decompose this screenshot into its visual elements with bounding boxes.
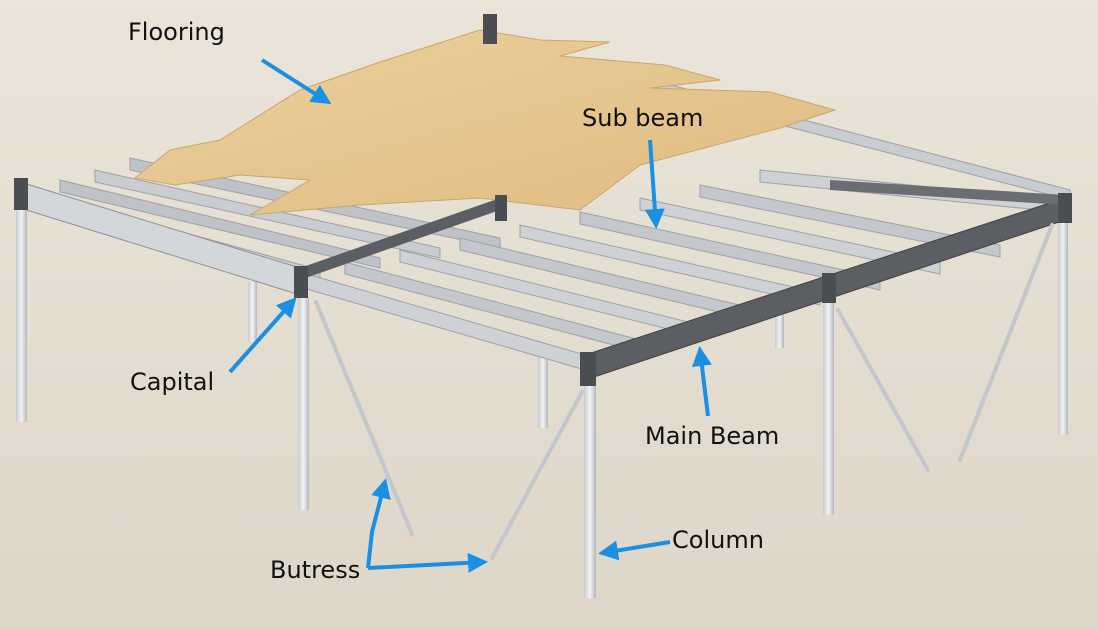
sub-beam-label: Sub beam [582, 104, 703, 132]
middle-main-beam [300, 198, 500, 280]
capital-arrow [228, 297, 297, 374]
butresses [314, 223, 1054, 560]
main-beam-arrow [691, 346, 712, 417]
column-arrow [598, 540, 671, 561]
butress-arrow-left [366, 478, 391, 569]
butress-arrow-right [367, 552, 488, 573]
butress-label: Butress [270, 556, 360, 584]
right-side-beam [830, 180, 1065, 205]
main-beam-label: Main Beam [645, 422, 779, 450]
sub-beam-arrow [644, 139, 665, 229]
capitals [14, 14, 1072, 386]
flooring-label: Flooring [128, 18, 225, 46]
plywood-flooring [133, 29, 837, 216]
front-columns [16, 210, 834, 598]
back-columns [248, 200, 1068, 435]
capital-label: Capital [130, 368, 214, 396]
flooring-arrow [260, 58, 332, 105]
column-label: Column [672, 526, 764, 554]
callout-arrows [228, 58, 712, 573]
